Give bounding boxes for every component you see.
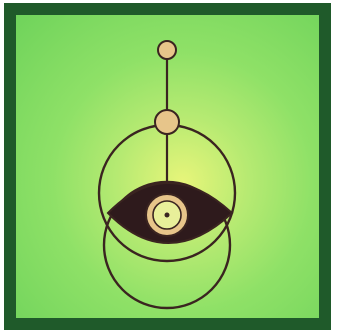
top-small-circle [158, 41, 176, 59]
emblem-drawing [16, 15, 319, 318]
eye-center-dot [165, 213, 170, 218]
artwork-panel [16, 15, 319, 318]
picture-frame [4, 3, 331, 330]
